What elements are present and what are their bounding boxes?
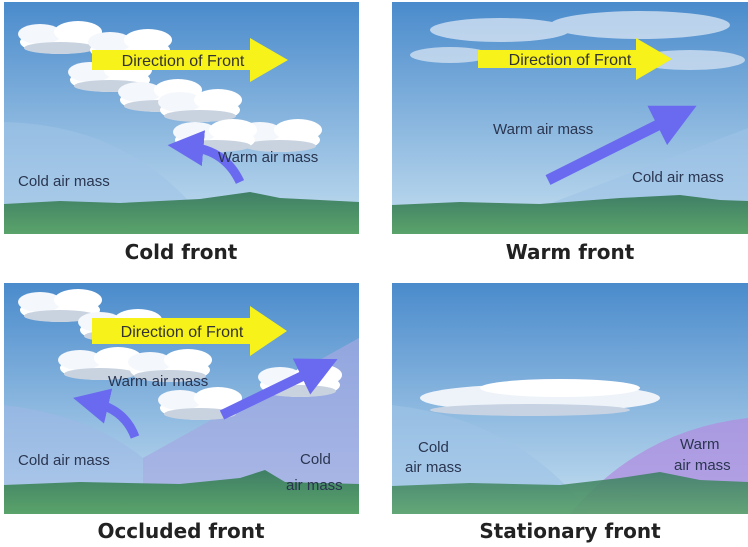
curved-arrow-icon xyxy=(167,130,245,185)
cold-air-mass-label-right: Cold xyxy=(300,451,331,468)
cold-air-mass-label-right-2: air mass xyxy=(286,477,343,494)
warm-air-mass-label: Warm air mass xyxy=(108,373,208,390)
ground xyxy=(4,192,359,234)
direction-arrow-icon xyxy=(92,38,288,82)
ground xyxy=(392,195,748,234)
direction-arrow-icon xyxy=(92,306,287,356)
warm-air-mass-label: Warm air mass xyxy=(493,121,593,138)
panel-title: Occluded front xyxy=(97,519,265,543)
ground xyxy=(4,470,359,514)
direction-arrow-icon xyxy=(478,38,672,80)
rising-arrow-icon xyxy=(545,105,697,185)
panel-warm-front: Direction of Front Warm air mass Cold ai… xyxy=(392,2,748,264)
cold-air-mass-region xyxy=(4,338,359,514)
warm-air-mass-label-2: air mass xyxy=(674,457,731,474)
warm-air-mass-label: Warm air mass xyxy=(218,149,318,166)
curved-arrow-icon xyxy=(73,388,140,439)
panel-title: Cold front xyxy=(125,240,238,264)
direction-label: Direction of Front xyxy=(509,52,632,69)
warm-air-mass-label: Warm xyxy=(680,436,719,453)
direction-label: Direction of Front xyxy=(121,324,244,341)
cloud-icon xyxy=(420,379,660,416)
panel-title: Stationary front xyxy=(479,519,661,543)
ground xyxy=(392,472,748,514)
cold-air-mass-label-2: air mass xyxy=(405,459,462,476)
cold-air-mass-label: Cold air mass xyxy=(18,452,110,469)
panel-title: Warm front xyxy=(506,240,635,264)
panel-stationary-front: Cold air mass Warm air mass Stationary f… xyxy=(392,283,748,543)
cold-air-mass-label: Cold air mass xyxy=(632,169,724,186)
direction-label: Direction of Front xyxy=(122,53,245,70)
panel-occluded-front: Direction of Front Warm air mass Cold ai… xyxy=(4,283,359,543)
cloud-icon xyxy=(410,11,745,70)
panel-cold-front: Direction of Front Warm air mass Cold ai… xyxy=(4,2,359,264)
cold-air-mass-label: Cold air mass xyxy=(18,173,110,190)
cold-air-mass-label: Cold xyxy=(418,439,449,456)
rising-arrow-icon xyxy=(219,358,338,420)
